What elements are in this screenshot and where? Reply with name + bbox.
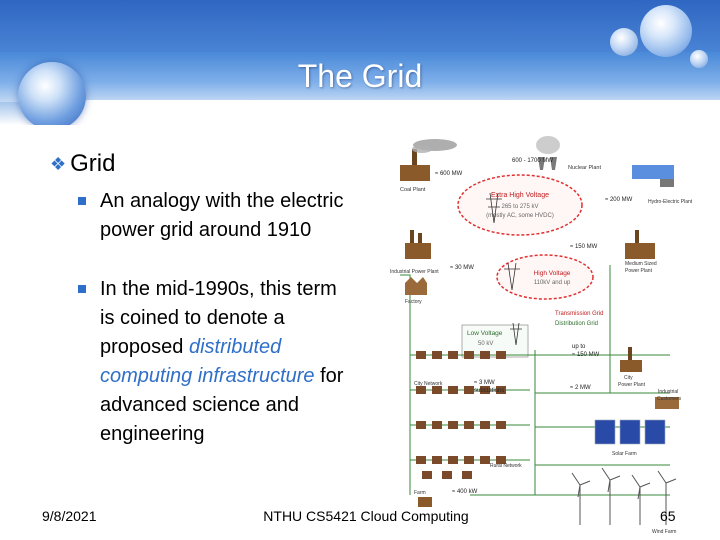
- bullet-text-plain: for advanced science and engineering: [100, 365, 344, 445]
- electric-grid-diagram: Extra High Voltage 265 to 275 kV (mostly…: [390, 136, 693, 535]
- label-mw3: ≈ 3 MW: [474, 380, 495, 386]
- label-nuclear: Nuclear Plant: [568, 165, 601, 171]
- label-up-to: up to: [572, 344, 586, 350]
- label-industrial: Industrial: [658, 389, 678, 395]
- label-factory: Factory: [405, 299, 422, 305]
- decorative-orb: [690, 50, 708, 68]
- label-mw150: ≈ 150 MW: [570, 244, 598, 250]
- city-power-plant: [620, 347, 642, 372]
- label-lv-range: 50 kV: [478, 341, 493, 347]
- label-medium: Medium Sized: [625, 261, 657, 267]
- decorative-orb: [610, 28, 638, 56]
- label-high-voltage: High Voltage: [534, 270, 571, 277]
- label-hv-range: 110kV and up: [534, 280, 571, 286]
- label-substations: substations: [474, 388, 504, 394]
- header-band: [0, 52, 720, 102]
- ehv-cloud: [457, 174, 583, 236]
- header-sheen: [60, 100, 720, 125]
- hv-cloud: [496, 254, 594, 300]
- label-customers: Customers: [657, 396, 682, 402]
- factory: [405, 277, 427, 295]
- slide-title: The Grid: [297, 58, 423, 94]
- square-bullet-icon: [78, 197, 86, 205]
- bullet-text-accent: distributed computing infrastructure: [100, 336, 315, 387]
- footer-course: NTHU CS5421 Cloud Computing: [263, 508, 469, 524]
- label-rural: Rural Network: [490, 463, 522, 469]
- footer-page-number: 65: [660, 508, 676, 524]
- diamond-bullet-icon: ❖: [50, 153, 67, 174]
- bullet-text-plain: In the mid-1990s, this term is coined to…: [100, 278, 337, 358]
- footer-date: 9/8/2021: [42, 508, 97, 524]
- medium-plant: [625, 230, 655, 259]
- hydro-plant: [632, 165, 674, 187]
- label-distribution: Distribution Grid: [555, 321, 598, 327]
- label-mw200: ≈ 200 MW: [605, 197, 633, 203]
- solar-farm: [594, 419, 666, 445]
- industrial-power-plant: [405, 230, 431, 259]
- bullet-item: An analogy with the electric power grid …: [78, 187, 355, 245]
- slide-header: [0, 0, 720, 125]
- label-coal: Coal Plant: [400, 187, 426, 193]
- industrial-customers: [655, 397, 679, 409]
- wind-farm: [571, 467, 677, 525]
- bullet-level1-text: Grid: [70, 150, 116, 177]
- decorative-orb: [18, 62, 86, 125]
- decorative-orb: [640, 5, 692, 57]
- coal-plant: [400, 139, 457, 181]
- label-farm: Farm: [414, 490, 426, 496]
- label-city-plant: City: [624, 375, 633, 381]
- label-mw150b: ≈ 150 MW: [572, 352, 600, 358]
- label-mw600: ≈ 600 MW: [435, 171, 463, 177]
- label-kw400: ≈ 400 kW: [452, 489, 478, 495]
- label-hydro: Hydro-Electric Plant: [648, 199, 693, 205]
- label-power-plant: Power Plant: [625, 268, 653, 274]
- label-ehv-range: 265 to 275 kV: [501, 204, 538, 210]
- label-solar: Solar Farm: [612, 451, 637, 457]
- label-city-plant2: Power Plant: [618, 382, 646, 388]
- square-bullet-icon: [78, 285, 86, 293]
- label-transmission: Transmission Grid: [555, 311, 603, 317]
- label-ehv: Extra High Voltage: [491, 192, 549, 199]
- rural-houses: [422, 471, 472, 479]
- house-row: [416, 351, 506, 464]
- label-industrial-plant: Industrial Power Plant: [390, 269, 439, 275]
- label-wind: Wind Farm: [652, 529, 676, 535]
- label-ehv-note: (mostly AC, some HVDC): [486, 213, 554, 219]
- label-low-voltage: Low Voltage: [467, 330, 503, 337]
- farm: [418, 497, 432, 507]
- pylon: [486, 192, 522, 346]
- label-mw600-1700: 600 - 1700 MW: [512, 158, 553, 164]
- bullet-item: In the mid-1990s, this term is coined to…: [78, 275, 355, 449]
- label-mw2: ≈ 2 MW: [570, 385, 591, 391]
- bullet-level1: ❖ Grid: [50, 150, 115, 178]
- label-city-network: City Network: [414, 381, 443, 387]
- bullet-item-text: In the mid-1990s, this term is coined to…: [100, 275, 355, 449]
- nuclear-plant: [536, 136, 560, 170]
- bullet-item-text: An analogy with the electric power grid …: [100, 190, 344, 241]
- label-mw30: ≈ 30 MW: [450, 265, 474, 271]
